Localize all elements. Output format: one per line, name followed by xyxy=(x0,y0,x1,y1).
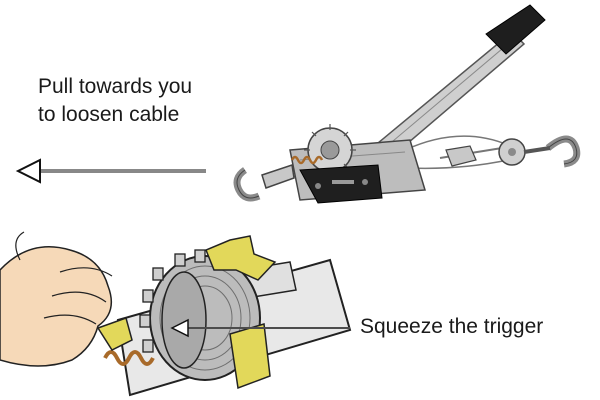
loosen-caption-line1: Pull towards you xyxy=(38,75,193,98)
loosen-cable-caption: Pull towards you to loosen cable xyxy=(38,73,192,129)
cable-puller-winch-icon xyxy=(233,4,581,204)
pointer-arrow-icon xyxy=(170,318,350,338)
arrow-left-icon xyxy=(15,158,206,184)
ratchet-trigger-illustration xyxy=(0,231,352,397)
loosen-caption-line2: to loosen cable xyxy=(38,103,180,126)
squeeze-trigger-caption: Squeeze the trigger xyxy=(360,315,544,338)
